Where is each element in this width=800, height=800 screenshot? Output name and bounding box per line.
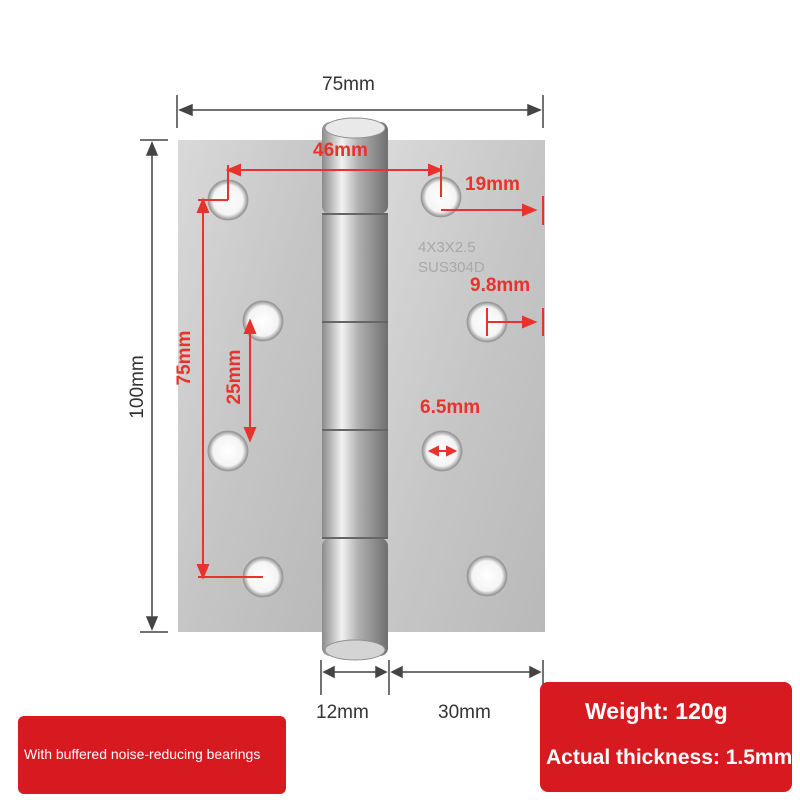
black-dimension-lines (140, 95, 544, 695)
spec-banner: Weight: 120g Actual thickness: 1.5mm (540, 682, 792, 792)
dim-hole-span-vertical: 75mm (174, 330, 195, 386)
dim-overall-height: 100mm (127, 355, 148, 419)
thickness-text: Actual thickness: 1.5mm (546, 746, 793, 769)
hinge-barrel (322, 117, 388, 661)
feature-banner-text: With buffered noise-reducing bearings (24, 746, 261, 762)
dim-knuckle-width: 12mm (316, 702, 369, 723)
dim-edge-to-hole: 19mm (465, 174, 520, 195)
dim-hole-diameter: 6.5mm (420, 397, 481, 418)
red-dimension-lines (196, 163, 544, 580)
stamp-line-1: 4X3X2.5 (418, 239, 476, 256)
feature-banner: With buffered noise-reducing bearings (18, 716, 286, 794)
dim-hole-edge-offset: 9.8mm (470, 275, 531, 296)
right-leaf (385, 140, 545, 632)
dim-hole-span-horizontal: 46mm (313, 140, 368, 161)
material-stamp: 4X3X2.5 SUS304D (418, 238, 485, 278)
dim-hole-spacing: 25mm (224, 349, 245, 405)
left-leaf (178, 140, 326, 632)
weight-text: Weight: 120g (585, 698, 728, 724)
dim-leaf-width: 30mm (438, 702, 491, 723)
stamp-line-2: SUS304D (418, 259, 485, 276)
dim-overall-width: 75mm (322, 74, 375, 95)
